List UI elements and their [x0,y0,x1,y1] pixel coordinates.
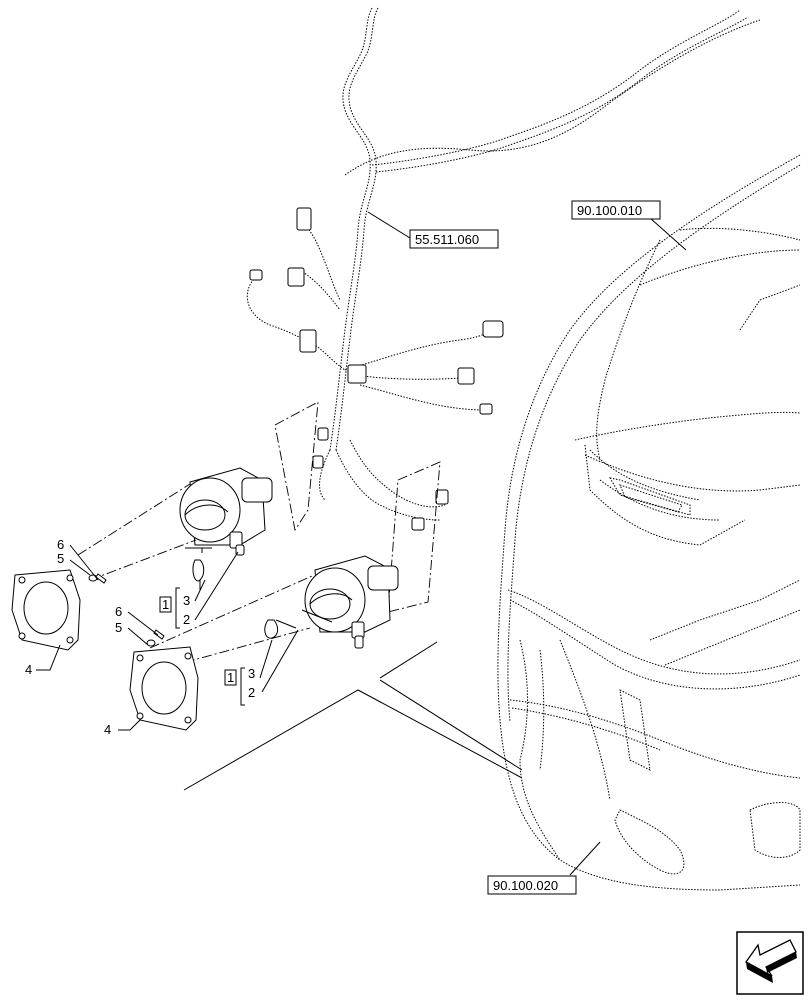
callout-connector: 2 [183,612,190,627]
hood-leaders [183,211,687,876]
reference-labels: 55.511.060 90.100.010 90.100.020 [409,200,661,895]
gasket-left [11,569,107,651]
callout-bulb: 3 [183,593,190,608]
connector-plug [296,207,312,231]
connector-plug [482,320,504,338]
connector-plug [479,403,493,415]
kit-box [224,669,237,686]
gasket-right [129,629,199,731]
connector-plug [312,455,324,469]
connector-plug [299,329,317,353]
ref-hood-upper: 90.100.010 [577,203,642,218]
ref-box-harness [409,229,499,249]
connector-plug [317,427,329,441]
callout-gasket: 4 [104,722,111,737]
connector-plug [457,367,475,385]
callout-washer: 5 [57,551,64,566]
callout-kit: 1 [162,597,169,612]
connector-plug [347,364,367,384]
callout-screw: 6 [115,604,122,619]
fog-lamp-left [179,467,273,590]
connector-plug [249,269,263,281]
callout-screw: 6 [57,537,64,552]
kit-box [159,596,172,613]
tractor-hood [497,154,801,891]
arrow-icon[interactable] [736,931,804,995]
ref-harness: 55.511.060 [415,232,479,247]
ref-box-hood-upper [571,200,661,220]
callout-bulb: 3 [248,666,255,681]
callout-gasket: 4 [25,662,32,677]
harness-connectors [249,207,504,531]
ref-hood-lower: 90.100.020 [493,878,558,893]
wiring-harness [246,7,761,521]
callout-washer: 5 [115,620,122,635]
connector-plug [411,517,425,531]
connector-plug [287,267,305,287]
callout-numbers: 6 5 4 6 5 4 1 3 2 1 3 2 [25,537,255,737]
callout-kit: 1 [227,670,234,685]
callout-connector: 2 [248,685,255,700]
callout-leaders [36,544,299,731]
ref-box-hood-lower [487,875,577,895]
connector-plug [435,489,449,505]
fog-lamp-right [264,555,399,649]
